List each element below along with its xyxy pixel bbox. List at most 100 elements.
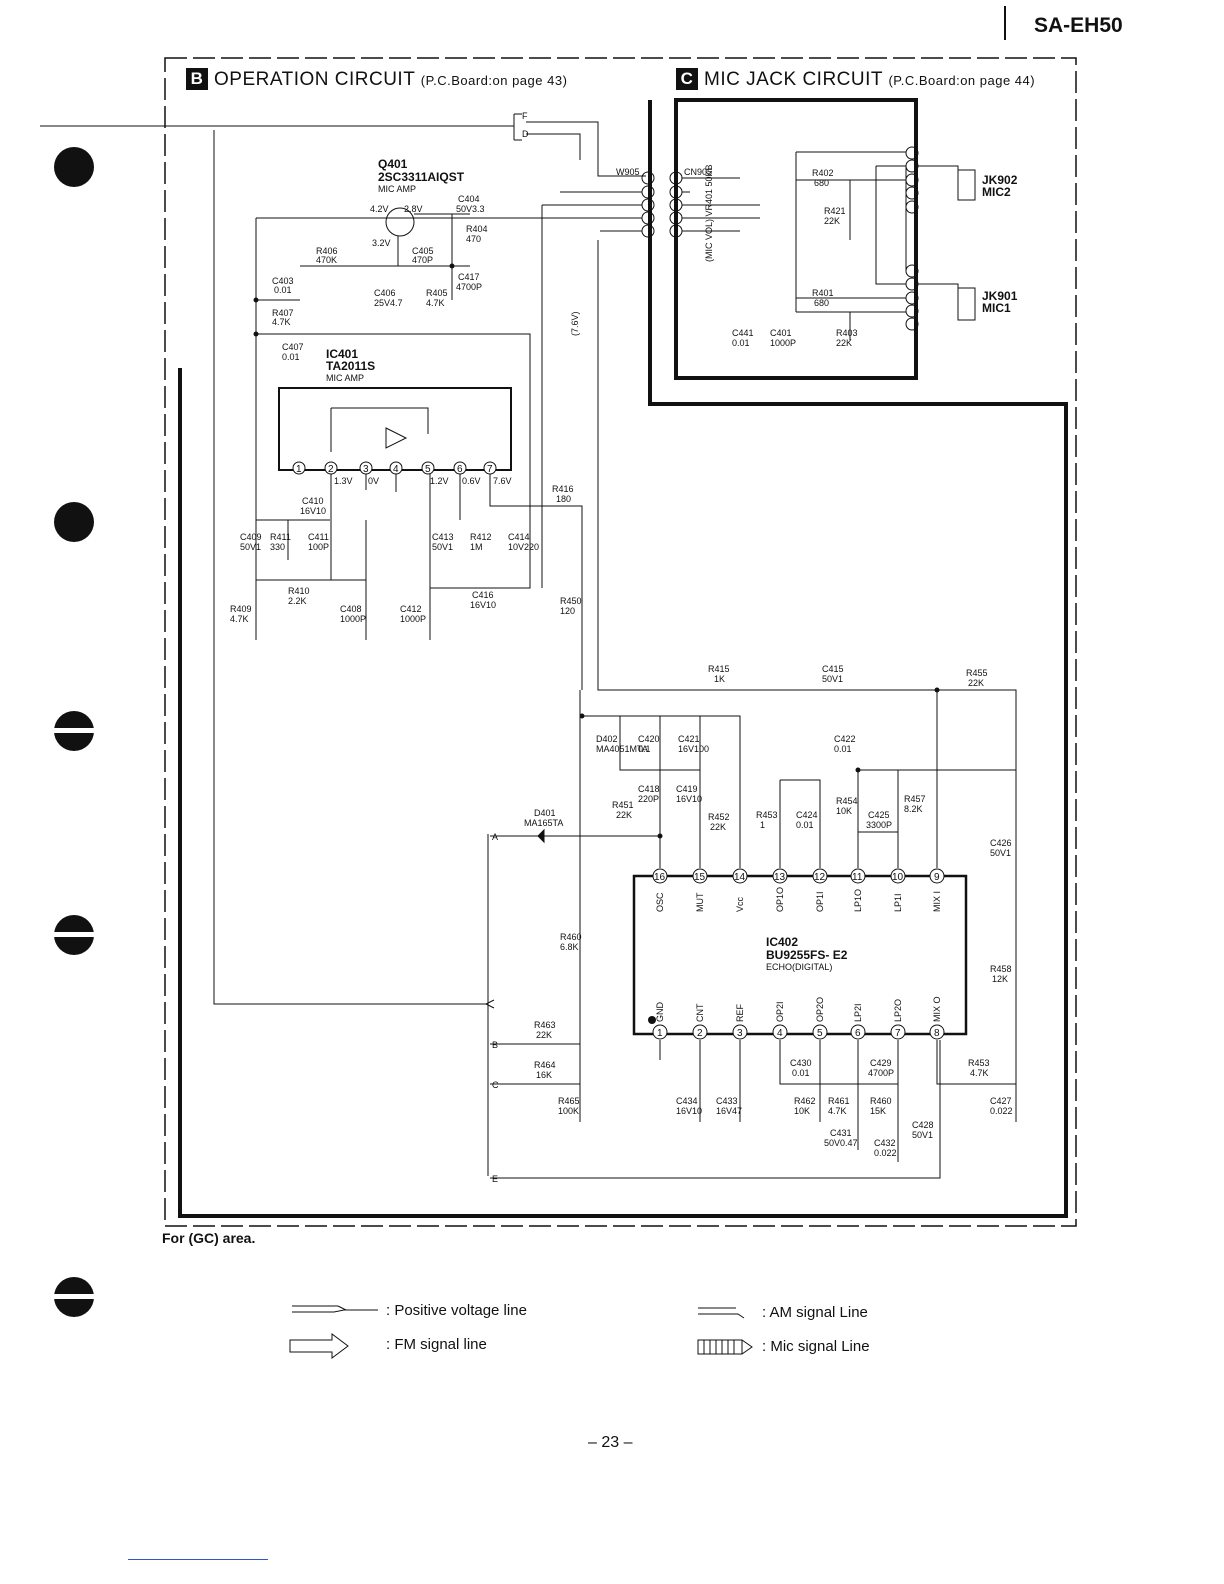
- r415-ref: R415: [708, 664, 730, 674]
- c416-ref: C416: [472, 590, 494, 600]
- c433-val: 16V47: [716, 1106, 742, 1116]
- mic1-label: MIC1: [982, 301, 1011, 315]
- svg-text:2: 2: [697, 1028, 703, 1039]
- r454-ref: R454: [836, 796, 858, 806]
- conn-b: B: [492, 1040, 498, 1050]
- svg-text:13: 13: [774, 872, 786, 883]
- svg-text:9: 9: [934, 872, 940, 883]
- c426-ref: C426: [990, 838, 1012, 848]
- legend-mic: : Mic signal Line: [762, 1338, 870, 1355]
- r415-val: 1K: [714, 674, 725, 684]
- svg-text:3: 3: [737, 1028, 743, 1039]
- ic401-part: TA2011S: [326, 359, 375, 373]
- r453b-ref: R453: [756, 810, 778, 820]
- r460-val: 6.8K: [560, 942, 579, 952]
- r461-ref: R461: [828, 1096, 850, 1106]
- svg-text:1: 1: [296, 464, 302, 475]
- c410-ref: C410: [302, 496, 324, 506]
- r460-ref: R460: [560, 932, 582, 942]
- ic402-bottom-pin-name-4: OP2O: [815, 997, 825, 1022]
- r455-val: 22K: [968, 678, 984, 688]
- r463-ref: R463: [534, 1020, 556, 1030]
- r465-ref: R465: [558, 1096, 580, 1106]
- conn-d: D: [522, 129, 529, 139]
- bottom-rule: [128, 1559, 268, 1560]
- ic402-bottom-pin-name-1: CNT: [695, 1003, 705, 1022]
- r461-val: 4.7K: [828, 1106, 847, 1116]
- svg-text:16: 16: [654, 872, 666, 883]
- legend-am: : AM signal Line: [762, 1304, 868, 1321]
- c412-val: 1000P: [400, 614, 426, 624]
- ic401-func: MIC AMP: [326, 373, 364, 383]
- c411-ref: C411: [308, 532, 329, 542]
- ic402-part: BU9255FS- E2: [766, 948, 848, 962]
- board-frame: [164, 57, 1077, 1227]
- c424-val: 0.01: [796, 820, 814, 830]
- c432-ref: C432: [874, 1138, 896, 1148]
- r463-val: 22K: [536, 1030, 552, 1040]
- volt-0-6: 0.6V: [462, 476, 481, 486]
- c416-val: 16V10: [470, 600, 496, 610]
- r457-ref: R457: [904, 794, 926, 804]
- ic402-top-pin-name-6: LP1I: [893, 893, 903, 912]
- c422-val: 0.01: [834, 744, 852, 754]
- r421-ref: R421: [824, 206, 846, 216]
- model-number: SA-EH50: [1034, 14, 1123, 37]
- shield-bus: [178, 100, 1068, 1218]
- c409-val: 50V1: [240, 542, 261, 552]
- ic402-bottom-pin-name-6: LP2O: [893, 999, 903, 1022]
- r450-val: 120: [560, 606, 575, 616]
- svg-text:4: 4: [777, 1028, 783, 1039]
- svg-text:5: 5: [425, 464, 431, 475]
- ic402-box: [632, 874, 968, 1036]
- svg-text:15: 15: [694, 872, 706, 883]
- c420-ref: C420: [638, 734, 660, 744]
- volt-1-2: 1.2V: [430, 476, 449, 486]
- r406-ref: R406: [316, 246, 338, 256]
- ic402-bottom-pin-name-2: REF: [735, 1003, 745, 1022]
- svg-text:6: 6: [855, 1028, 861, 1039]
- r451-val: 22K: [616, 810, 632, 820]
- svg-text:6: 6: [457, 464, 463, 475]
- svg-text:3: 3: [363, 464, 369, 475]
- r401-ref: R401: [812, 288, 834, 298]
- c404-val: 50V3.3: [456, 204, 485, 214]
- section-b-name: OPERATION CIRCUIT: [214, 69, 415, 90]
- cn905-label: CN905: [684, 167, 712, 177]
- ic402-top-pin-name-4: OP1I: [815, 891, 825, 912]
- svg-text:7: 7: [487, 464, 493, 475]
- c433-ref: C433: [716, 1096, 738, 1106]
- svg-text:14: 14: [734, 872, 746, 883]
- c419-val: 16V10: [676, 794, 702, 804]
- r407-ref: R407: [272, 308, 294, 318]
- conn-a: A: [492, 832, 498, 842]
- ic402-top-pins: [652, 868, 945, 884]
- r411-val: 330: [270, 542, 285, 552]
- r453-ref: R453: [968, 1058, 990, 1068]
- section-b-board-note: (P.C.Board:on page 43): [420, 73, 568, 88]
- header-divider: [1004, 6, 1006, 40]
- volt-7-6-b: (7.6V): [570, 311, 580, 336]
- ic401-ref: IC401: [326, 347, 358, 361]
- c429-val: 4700P: [868, 1068, 894, 1078]
- c415-ref: C415: [822, 664, 844, 674]
- r412-ref: R412: [470, 532, 492, 542]
- r412-val: 1M: [470, 542, 483, 552]
- w905-label: W905: [616, 167, 640, 177]
- section-c-badge: C: [676, 68, 698, 90]
- ic402-top-pin-name-7: MIX I: [932, 891, 942, 912]
- volt-7-6: 7.6V: [493, 476, 512, 486]
- r460b-val: 15K: [870, 1106, 886, 1116]
- binder-hole-5: [54, 1277, 94, 1317]
- c418-val: 220P: [638, 794, 659, 804]
- c424-ref: C424: [796, 810, 818, 820]
- r410-ref: R410: [288, 586, 310, 596]
- conn-e: E: [492, 1174, 498, 1184]
- ic402-top-pin-name-0: OSC: [655, 892, 665, 912]
- c421-val: 16V100: [678, 744, 709, 754]
